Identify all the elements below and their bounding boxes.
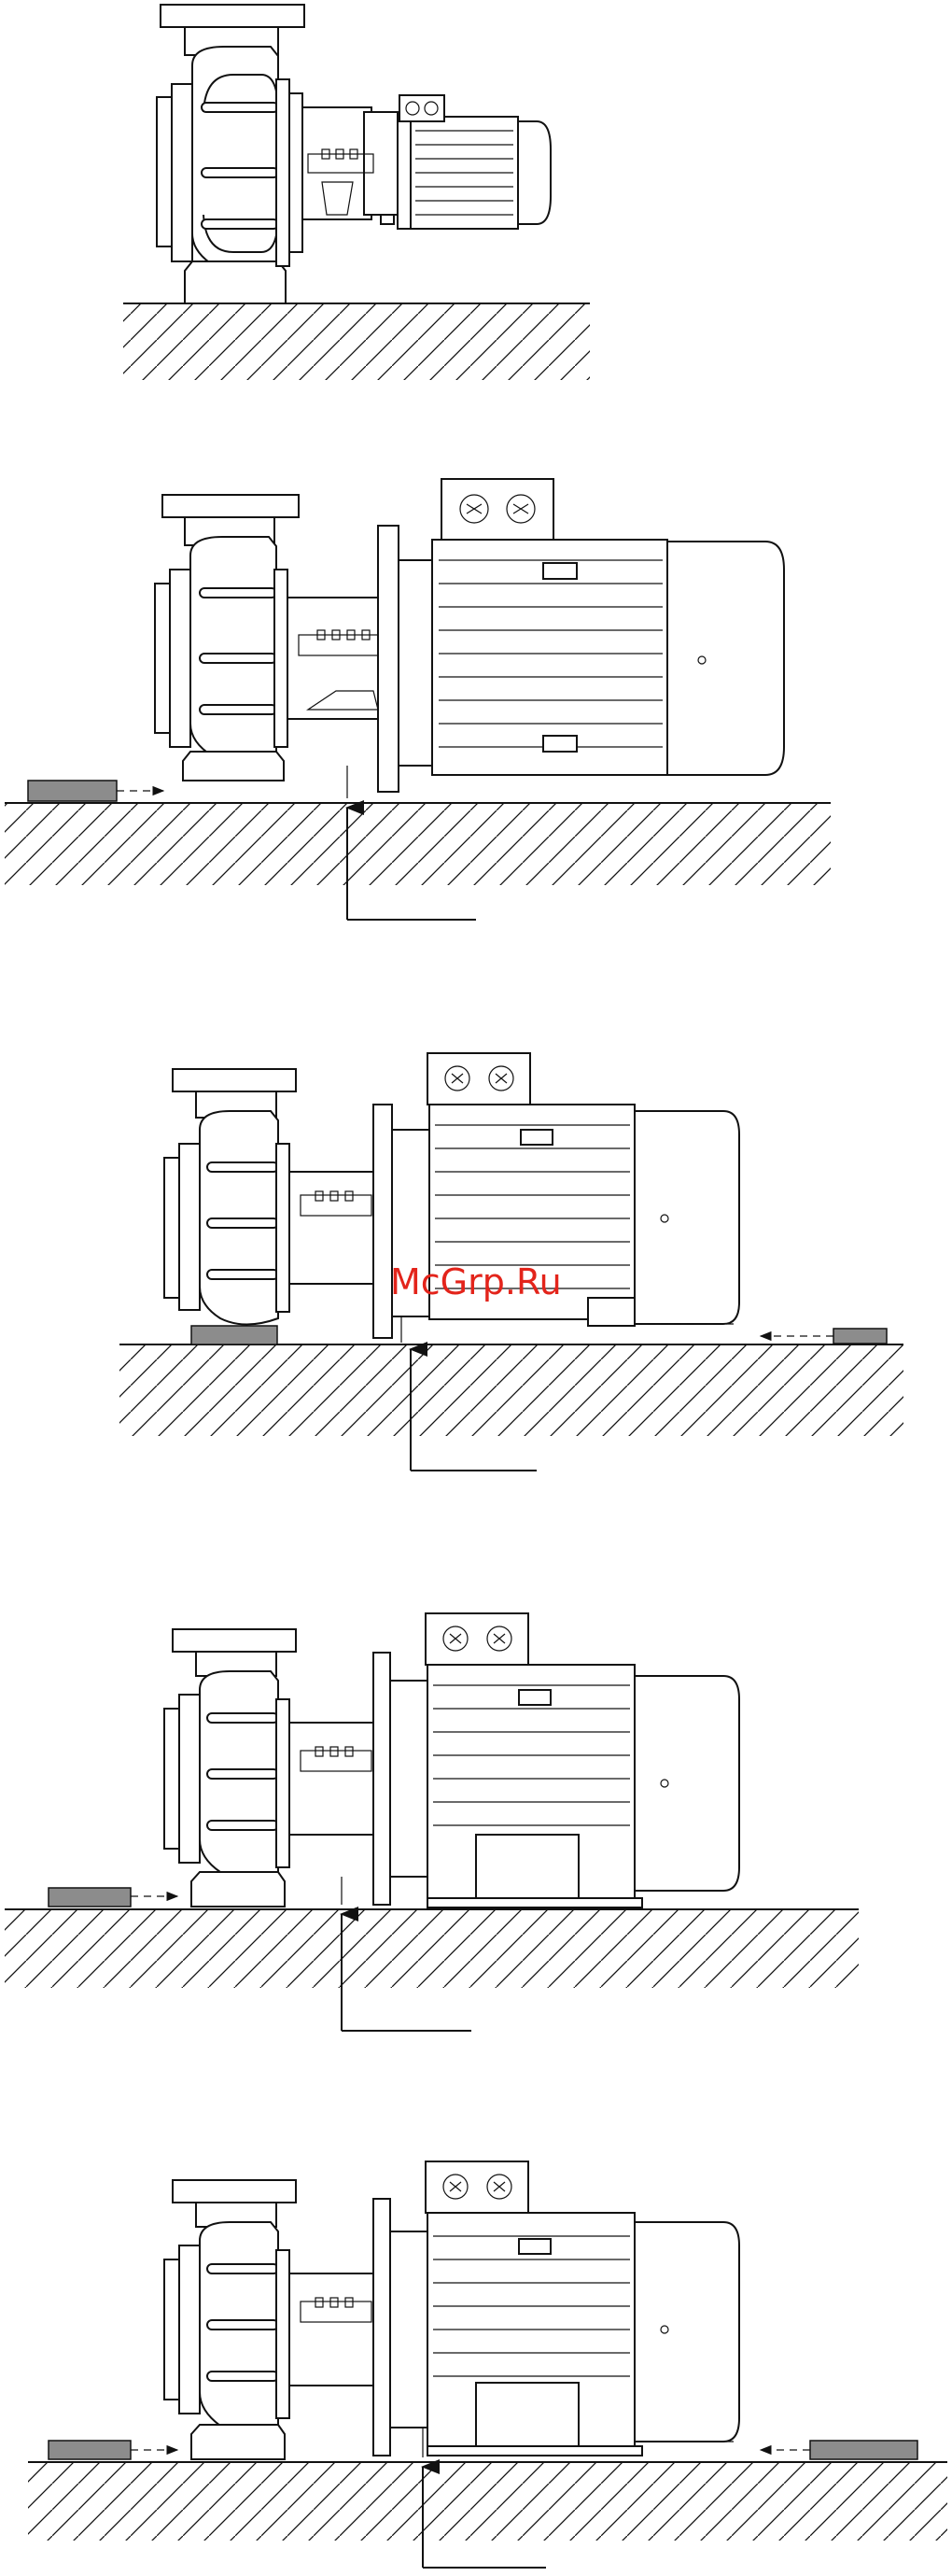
- pump-volute: [164, 1069, 296, 1344]
- pump-assembly-4: [5, 1613, 859, 2031]
- pump-assembly-5: [28, 2161, 947, 2568]
- lantern-bracket: [289, 2273, 373, 2386]
- floor-hatch: [123, 303, 590, 380]
- motor-base: [427, 2446, 642, 2456]
- shim-left: [49, 1888, 177, 1907]
- floor-hatch: [5, 1909, 859, 1988]
- shim-right: [761, 1329, 887, 1344]
- lifting-eye: [543, 563, 577, 579]
- shim-left: [49, 2441, 177, 2459]
- pump-volute: [164, 1629, 296, 1907]
- motor-flange: [373, 2199, 427, 2456]
- motor: [426, 2161, 739, 2456]
- motor-foot: [476, 1835, 579, 1898]
- pump-assembly-2: [5, 479, 831, 920]
- motor: [381, 95, 551, 229]
- floor-hatch: [5, 803, 831, 885]
- lifting-eye: [519, 1690, 551, 1705]
- lifting-eye: [519, 2239, 551, 2254]
- pump-volute: [157, 5, 304, 303]
- terminal-box: [426, 1613, 528, 1665]
- pump-volute: [164, 2180, 296, 2459]
- pump-assembly-3: McGrp.Ru: [119, 1053, 903, 1471]
- pump-volute: [155, 495, 299, 781]
- floor-hatch: [28, 2462, 947, 2541]
- motor-foot: [476, 2383, 579, 2446]
- terminal-box: [426, 2161, 528, 2213]
- lifting-eye: [521, 1130, 553, 1145]
- lantern-bracket: [287, 598, 381, 719]
- lifting-eye: [543, 736, 577, 752]
- motor-flange: [378, 526, 432, 792]
- lantern-bracket: [289, 1172, 373, 1284]
- shim-left: [28, 781, 163, 801]
- pump-assembly-1: [123, 5, 590, 380]
- pump-foot-shim: [191, 1326, 277, 1344]
- watermark-text: McGrp.Ru: [390, 1261, 562, 1302]
- motor: [426, 1613, 739, 1907]
- motor: [432, 479, 784, 775]
- lantern-bracket: [302, 107, 398, 219]
- lantern-bracket: [289, 1723, 373, 1835]
- floor-hatch: [119, 1344, 903, 1436]
- motor-flange: [373, 1105, 429, 1338]
- motor-base: [427, 1898, 642, 1907]
- terminal-box: [427, 1053, 530, 1105]
- motor-flange: [373, 1653, 427, 1905]
- terminal-box: [441, 479, 553, 540]
- shim-right: [761, 2441, 917, 2459]
